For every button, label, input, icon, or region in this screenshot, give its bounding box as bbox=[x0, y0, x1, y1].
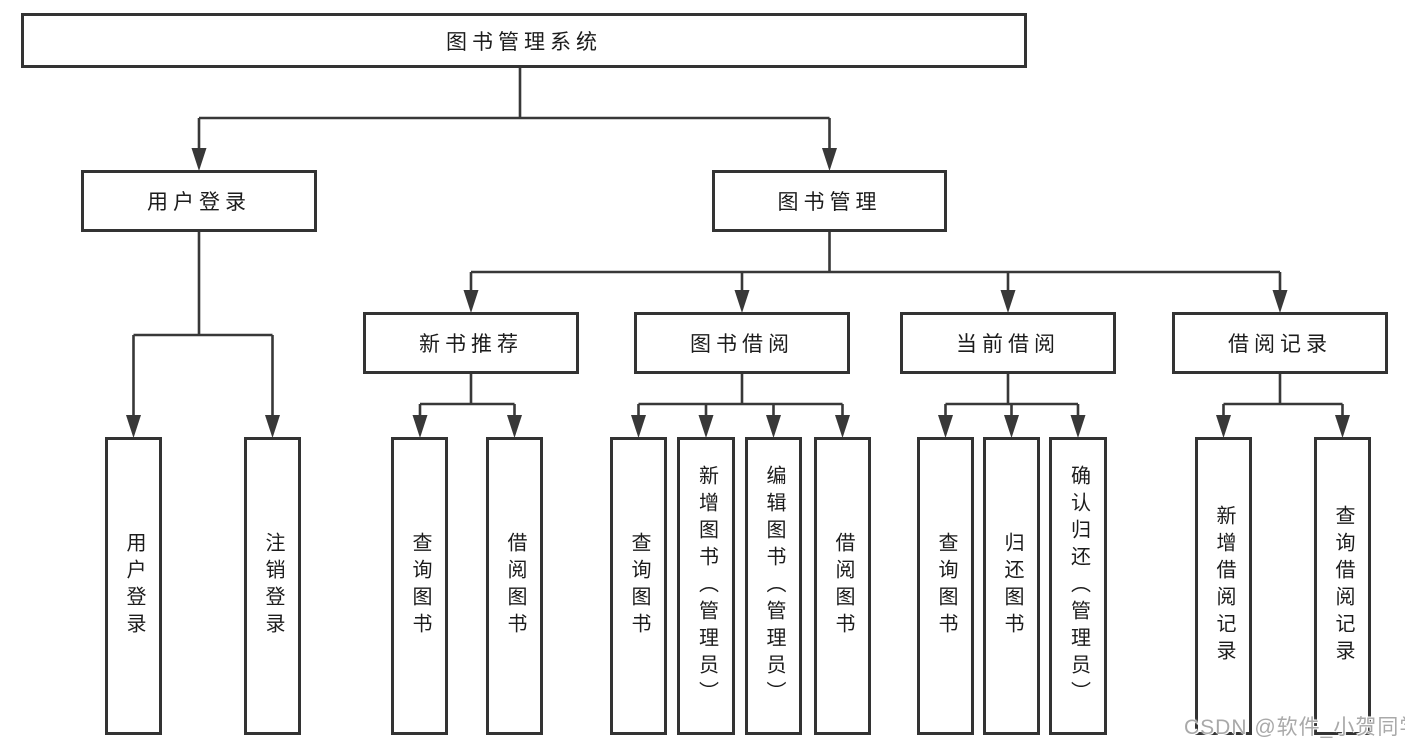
leaf-borrow-books-borrowing: 借阅图书 bbox=[814, 437, 871, 735]
leaf-add-borrow-record: 新增借阅记录 bbox=[1195, 437, 1252, 735]
node-book-management: 图书管理 bbox=[712, 170, 947, 232]
leaf-label: 借阅图书 bbox=[504, 532, 526, 640]
leaf-label: 借阅图书 bbox=[832, 532, 854, 640]
leaf-query-books-recommend: 查询图书 bbox=[391, 437, 448, 735]
leaf-confirm-return-admin: 确认归还（管理员） bbox=[1049, 437, 1107, 735]
leaf-return-book: 归还图书 bbox=[983, 437, 1040, 735]
leaf-logout: 注销登录 bbox=[244, 437, 301, 735]
node-system-root: 图书管理系统 bbox=[21, 13, 1027, 68]
node-user-login: 用户登录 bbox=[81, 170, 317, 232]
leaf-label: 注销登录 bbox=[262, 532, 284, 640]
node-book-borrowing: 图书借阅 bbox=[634, 312, 850, 374]
leaf-label: 用户登录 bbox=[123, 532, 145, 640]
leaf-borrow-books-recommend: 借阅图书 bbox=[486, 437, 543, 735]
leaf-query-borrow-record: 查询借阅记录 bbox=[1314, 437, 1371, 735]
leaf-query-books-borrowing: 查询图书 bbox=[610, 437, 667, 735]
leaf-label: 确认归还（管理员） bbox=[1067, 464, 1090, 708]
node-borrowing-records: 借阅记录 bbox=[1172, 312, 1388, 374]
leaf-label: 新增借阅记录 bbox=[1213, 505, 1235, 667]
leaf-label: 查询图书 bbox=[409, 532, 431, 640]
leaf-query-books-current: 查询图书 bbox=[917, 437, 974, 735]
leaf-label: 归还图书 bbox=[1001, 532, 1023, 640]
leaf-edit-book-admin: 编辑图书（管理员） bbox=[745, 437, 802, 735]
csdn-watermark: CSDN @软件_小贺同学 bbox=[1184, 716, 1405, 739]
leaf-label: 查询图书 bbox=[628, 532, 650, 640]
leaf-label: 查询借阅记录 bbox=[1332, 505, 1354, 667]
node-new-book-recommend: 新书推荐 bbox=[363, 312, 579, 374]
leaf-label: 编辑图书（管理员） bbox=[763, 464, 785, 708]
leaf-user-login: 用户登录 bbox=[105, 437, 162, 735]
leaf-label: 查询图书 bbox=[935, 532, 957, 640]
leaf-add-book-admin: 新增图书（管理员） bbox=[677, 437, 735, 735]
leaf-label: 新增图书（管理员） bbox=[695, 464, 718, 708]
node-current-borrowing: 当前借阅 bbox=[900, 312, 1116, 374]
